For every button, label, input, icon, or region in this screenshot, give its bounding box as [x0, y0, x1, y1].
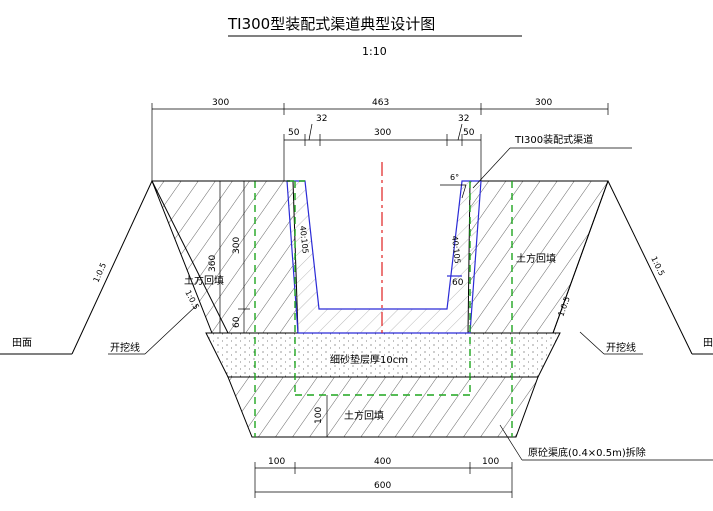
- slope-outer-left: [71, 180, 153, 355]
- slope-label-outer-right: 1:0.5: [649, 255, 666, 277]
- bottom-dimension: 100 400 100 600: [254, 457, 513, 498]
- backfill-label-bottom: 土方回填: [344, 409, 384, 422]
- top-dimension: 300 463 300: [151, 98, 609, 181]
- base-thick-dim: 60: [452, 278, 464, 288]
- svg-text:300: 300: [232, 237, 242, 254]
- excavation-label-right: 开挖线: [606, 341, 636, 354]
- excavation-leader-left-2: [144, 304, 198, 355]
- svg-text:463: 463: [372, 98, 389, 108]
- svg-text:600: 600: [374, 481, 391, 491]
- svg-text:32: 32: [458, 114, 469, 124]
- removal-label: 原砼渠底(0.4×0.5m)拆除: [499, 424, 713, 461]
- excavation-leader-right-2: [579, 331, 605, 355]
- svg-text:100: 100: [482, 457, 499, 467]
- ground-label-right: 田: [703, 338, 713, 349]
- wall-slope-right: 40:105: [450, 235, 462, 264]
- drawing-title: TI300型装配式渠道典型设计图: [227, 15, 435, 33]
- gravel-layer-label: 细砂垫层厚10cm: [330, 353, 408, 366]
- height-dimension: 360 300 60: [208, 180, 290, 334]
- channel-label: TI300装配式渠道: [472, 133, 632, 189]
- svg-text:100: 100: [268, 457, 285, 467]
- slope-outer-right: [607, 180, 693, 355]
- soil-backfill-bottom: [227, 376, 539, 438]
- drawing-scale: 1:10: [362, 45, 387, 58]
- svg-text:50: 50: [463, 128, 475, 138]
- ground-label-left: 田面: [12, 338, 32, 349]
- svg-text:6°: 6°: [450, 173, 459, 182]
- slope-inner-left: [151, 180, 229, 334]
- backfill-label-left: 土方回填: [184, 274, 224, 287]
- svg-text:300: 300: [212, 98, 229, 108]
- svg-text:400: 400: [374, 457, 391, 467]
- angle-annotation: 6°: [440, 173, 467, 199]
- fill-thickness-dim: 100: [314, 407, 324, 424]
- channel-width-dimension: 50 32 300 32 50: [283, 114, 482, 181]
- svg-text:TI300装配式渠道: TI300装配式渠道: [514, 133, 593, 146]
- channel-body: [287, 181, 481, 333]
- soil-backfill-left: [151, 180, 299, 334]
- wall-slope-left: 40:105: [298, 225, 310, 254]
- excavation-label-left: 开挖线: [110, 341, 140, 354]
- svg-text:360: 360: [208, 255, 218, 272]
- svg-text:50: 50: [288, 128, 300, 138]
- svg-text:300: 300: [535, 98, 552, 108]
- svg-text:300: 300: [374, 128, 391, 138]
- svg-text:原砼渠底(0.4×0.5m)拆除: 原砼渠底(0.4×0.5m)拆除: [528, 446, 646, 459]
- svg-text:32: 32: [316, 114, 327, 124]
- channel-outline: [286, 180, 482, 334]
- backfill-label-right: 土方回填: [516, 252, 556, 265]
- svg-text:60: 60: [232, 316, 242, 328]
- slope-inner-right: [552, 180, 609, 334]
